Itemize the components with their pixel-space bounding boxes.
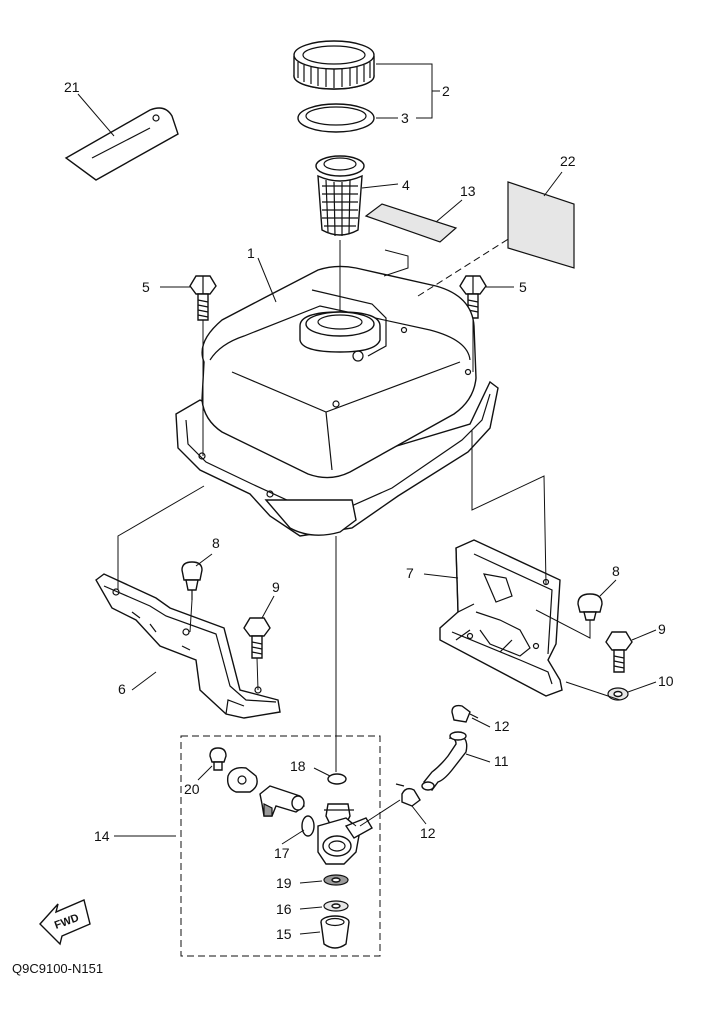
part-17-o-ring: [301, 815, 315, 837]
callout-22: 22: [560, 153, 576, 169]
callout-3: 3: [401, 110, 409, 126]
part-19-screen: [323, 874, 349, 886]
part-12-clip-upper: [451, 704, 479, 723]
part-21-label: [64, 107, 179, 181]
part-9-bolt-right: [605, 631, 633, 673]
part-10-washer: [607, 687, 629, 701]
callout-numbers: 1 2 3 4 5 5 6 7 8 8 9 9 10 11 12 12 13 1…: [64, 79, 674, 942]
part-22-label: [507, 181, 575, 269]
part-15-sediment-cup: [320, 915, 350, 949]
callout-1: 1: [247, 245, 255, 261]
callout-21: 21: [64, 79, 80, 95]
callout-2: 2: [442, 83, 450, 99]
part-18-o-ring: [327, 773, 347, 785]
callout-17: 17: [274, 845, 290, 861]
part-13-label: [364, 203, 458, 243]
part-4-strainer: [315, 155, 365, 237]
callout-5-right: 5: [519, 279, 527, 295]
fuel-cock-body: [317, 803, 373, 865]
part-1-fuel-tank: [175, 265, 499, 537]
part-3-gasket: [297, 103, 375, 133]
callout-14: 14: [94, 828, 110, 844]
fuel-cock-lever: [259, 785, 305, 817]
part-20-screw: [209, 747, 227, 771]
callout-15: 15: [276, 926, 292, 942]
callout-12-upper: 12: [494, 718, 510, 734]
part-12-clip-lower: [395, 783, 421, 807]
part-7-bracket-right: [439, 539, 563, 697]
callout-18: 18: [290, 758, 306, 774]
callout-9-right: 9: [658, 621, 666, 637]
part-8-grommet-left: [181, 561, 203, 600]
callout-leaders: [77, 63, 657, 935]
part-5-bolt-left: [189, 275, 217, 321]
part-2-filler-cap: [293, 40, 375, 90]
part-11-fuel-hose: [421, 731, 468, 792]
callout-16: 16: [276, 901, 292, 917]
callout-5-left: 5: [142, 279, 150, 295]
part-6-bracket-left: [95, 573, 281, 719]
callout-8-right: 8: [612, 563, 620, 579]
callout-6: 6: [118, 681, 126, 697]
callout-7: 7: [406, 565, 414, 581]
diagram-code: Q9C9100-N151: [12, 961, 103, 976]
callout-13: 13: [460, 183, 476, 199]
fwd-arrow-icon: FWD: [39, 899, 91, 946]
callout-10: 10: [658, 673, 674, 689]
part-9-bolt-left: [243, 617, 271, 659]
callout-11: 11: [494, 753, 509, 769]
callout-12-lower: 12: [420, 825, 436, 841]
alignment-lines: [117, 237, 621, 827]
callout-19: 19: [276, 875, 292, 891]
part-14-fuel-cock-group-box: [180, 735, 381, 957]
part-16-gasket: [323, 900, 349, 912]
callout-4: 4: [402, 177, 410, 193]
fuel-cock-plate: [226, 766, 258, 793]
callout-9-left: 9: [272, 579, 280, 595]
callout-20: 20: [184, 781, 200, 797]
part-8-grommet-right: [577, 593, 603, 621]
callout-8-left: 8: [212, 535, 220, 551]
